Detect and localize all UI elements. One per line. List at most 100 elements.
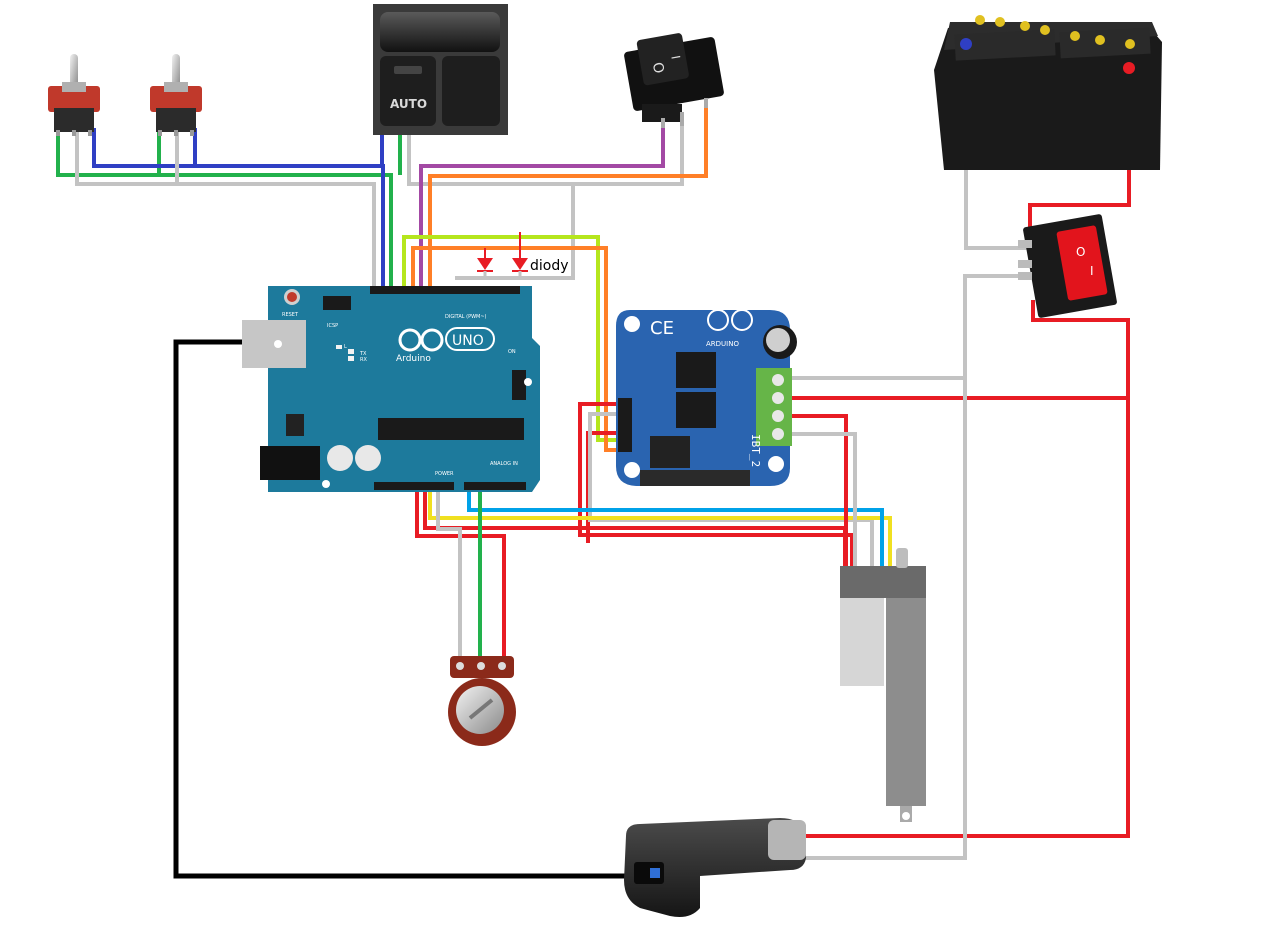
charger-usb-port — [634, 862, 664, 884]
toggle-switch-1-lever — [70, 54, 78, 88]
arduino-uno-badge — [445, 327, 495, 351]
toggle-switch-2[interactable] — [150, 54, 202, 136]
arduino-on-label: ON — [508, 349, 516, 355]
wire-blue-bus — [92, 128, 385, 288]
window-switch[interactable]: AUTO — [373, 4, 508, 135]
diode-2 — [512, 258, 528, 270]
driver-terminal-screw — [772, 374, 784, 386]
arduino-chip — [378, 418, 524, 440]
rocker-big-on-label: I — [1090, 264, 1094, 278]
wire-gray-diode — [455, 184, 575, 280]
wire-gray-pot — [436, 485, 462, 660]
arduino-mount-hole — [524, 378, 532, 386]
arduino-led-rx — [348, 356, 354, 361]
rocker-big-paddle — [1056, 225, 1108, 301]
arduino-logo-left — [398, 328, 422, 352]
battery-cap — [1040, 25, 1050, 35]
driver-mount-hole — [624, 462, 640, 478]
driver-capacitor-top — [766, 328, 790, 352]
pot-pin — [498, 662, 506, 670]
driver-chip — [650, 436, 690, 468]
battery-cap — [1125, 39, 1135, 49]
rocker-switch-big[interactable]: O I — [1018, 214, 1117, 318]
driver-mosfet-bottom — [676, 392, 716, 428]
rocker-small-pin — [680, 112, 684, 126]
arduino-power-header — [374, 482, 454, 490]
driver-ce-mark: CE — [650, 318, 674, 339]
charger-metal-tip — [768, 820, 806, 860]
toggle-switch-1-pin — [72, 130, 76, 136]
battery-cap — [975, 15, 985, 25]
battery-panel-right — [1059, 27, 1151, 59]
arduino-digital-label: DIGITAL (PWM~) — [445, 314, 487, 320]
window-switch-button-right — [442, 56, 500, 126]
driver-mount-hole — [768, 456, 784, 472]
toggle-switch-1-plate — [48, 86, 100, 112]
arduino-icsp-label: ICSP — [327, 323, 338, 329]
arduino-uno: RESET ICSP DIGITAL (PWM~) UNO Arduino L … — [242, 286, 540, 492]
arduino-brand-label: Arduino — [396, 354, 431, 364]
potentiometer[interactable] — [448, 656, 516, 746]
wire-red-terminal3 — [790, 414, 848, 570]
pot-pin — [456, 662, 464, 670]
toggle-switch-1[interactable] — [48, 54, 100, 136]
window-switch-auto-label: AUTO — [390, 97, 427, 111]
arduino-reset-button-cap — [287, 292, 297, 302]
arduino-power-label: POWER — [435, 471, 454, 477]
driver-mosfet-top — [676, 352, 716, 388]
rocker-big-off-label: O — [1076, 245, 1085, 259]
arduino-icsp2-header — [512, 370, 526, 400]
wire-black-usb — [173, 339, 640, 879]
rocker-small-pin — [704, 98, 708, 108]
ibt2-driver: CE ARDUINO IBT_2 — [616, 309, 797, 486]
wire-green-bus — [56, 128, 393, 288]
driver-terminal-screw — [772, 428, 784, 440]
rocker-switch-small[interactable]: O I — [623, 33, 724, 128]
arduino-l-label: L — [344, 344, 347, 350]
charger-usb-insert — [650, 868, 660, 878]
arduino-mount-hole — [274, 340, 282, 348]
rocker-small-paddle — [636, 33, 689, 86]
diode-1 — [477, 258, 493, 270]
wire-red-driver-left — [578, 402, 854, 570]
wire-gray-bus — [75, 128, 376, 288]
actuator-rod-hole — [902, 812, 910, 820]
car-battery — [934, 15, 1162, 170]
driver-terminal-screw — [772, 392, 784, 404]
driver-name-label: IBT_2 — [749, 434, 762, 467]
arduino-mount-hole — [322, 480, 330, 488]
arduino-reset-label: RESET — [282, 312, 299, 318]
wire-yellow — [428, 485, 892, 570]
arduino-tx-label: TX — [359, 351, 367, 357]
arduino-digital-header — [370, 286, 520, 294]
wire-cyan — [467, 485, 884, 570]
toggle-switch-2-pin — [174, 130, 178, 136]
wire-purple — [419, 126, 665, 288]
pot-pin — [477, 662, 485, 670]
arduino-capacitor — [355, 445, 381, 471]
toggle-switch-2-pin — [158, 130, 162, 136]
toggle-switch-2-lever — [172, 54, 180, 88]
toggle-switch-2-body — [156, 108, 196, 132]
rocker-big-pin — [1018, 260, 1032, 268]
diode-label: diody — [530, 258, 569, 274]
battery-panel-left — [954, 29, 1056, 61]
arduino-model-label: UNO — [452, 333, 484, 349]
arduino-power-jack — [260, 446, 320, 480]
actuator-tube — [886, 598, 926, 806]
arduino-analog-label: ANALOG IN — [490, 461, 518, 467]
driver-brand-label: ARDUINO — [706, 340, 739, 348]
driver-terminal-screw — [772, 410, 784, 422]
driver-control-header — [618, 398, 632, 452]
arduino-icsp-header — [323, 296, 351, 310]
toggle-switch-2-plate — [150, 86, 202, 112]
wire-gray-window — [407, 126, 684, 186]
wire-red-arduino-bus — [423, 485, 847, 570]
arduino-rx-label: RX — [360, 357, 367, 363]
wire-gray-main — [800, 274, 1028, 860]
actuator-motor — [840, 598, 884, 686]
rocker-small-on-label: I — [669, 54, 683, 60]
toggle-switch-1-pin — [88, 130, 92, 136]
rocker-small-pin — [661, 118, 665, 128]
